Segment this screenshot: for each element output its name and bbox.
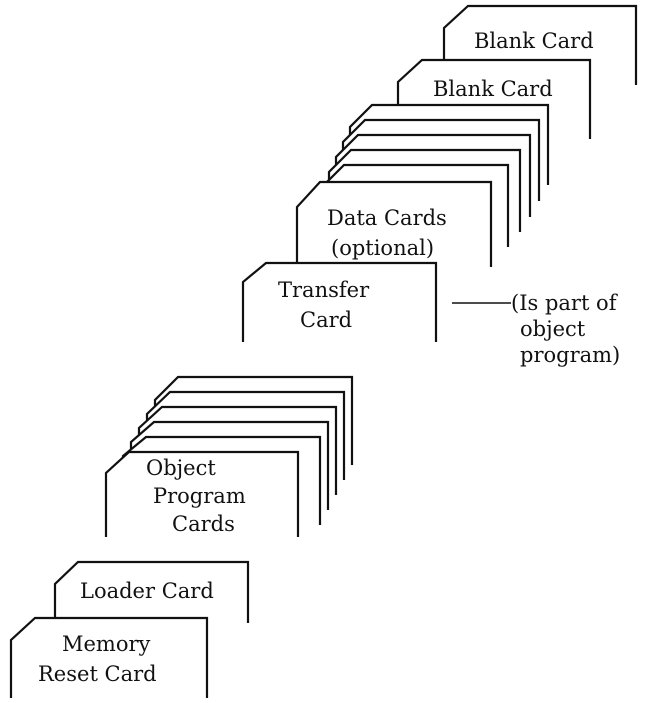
data-card-front (295, 180, 493, 267)
data-cards-label-line2: (optional) (331, 236, 434, 260)
data-cards-stack (295, 103, 550, 267)
blank-card-top-label: Blank Card (474, 29, 594, 53)
object-program-card-front (104, 450, 300, 537)
transfer-card-label-line2: Card (300, 308, 352, 332)
transfer-card (241, 261, 438, 342)
transfer-note-line2: object (520, 317, 586, 341)
object-program-label-line1: Object (146, 456, 216, 480)
object-program-label-line2: Program (153, 484, 246, 508)
memory-reset-card (9, 616, 209, 698)
transfer-note-line1: (Is part of (511, 291, 619, 315)
data-cards-label-line1: Data Cards (327, 206, 447, 230)
object-program-cards-stack (104, 375, 354, 537)
loader-card (53, 560, 250, 623)
transfer-note-line3: program) (520, 343, 620, 367)
memory-reset-label-line2: Reset Card (38, 662, 157, 686)
object-program-label-line3: Cards (172, 512, 235, 536)
memory-reset-label-line1: Memory (62, 632, 151, 656)
loader-card-label: Loader Card (80, 579, 214, 603)
blank-card-second-label: Blank Card (433, 77, 553, 101)
transfer-card-label-line1: Transfer (278, 278, 370, 302)
